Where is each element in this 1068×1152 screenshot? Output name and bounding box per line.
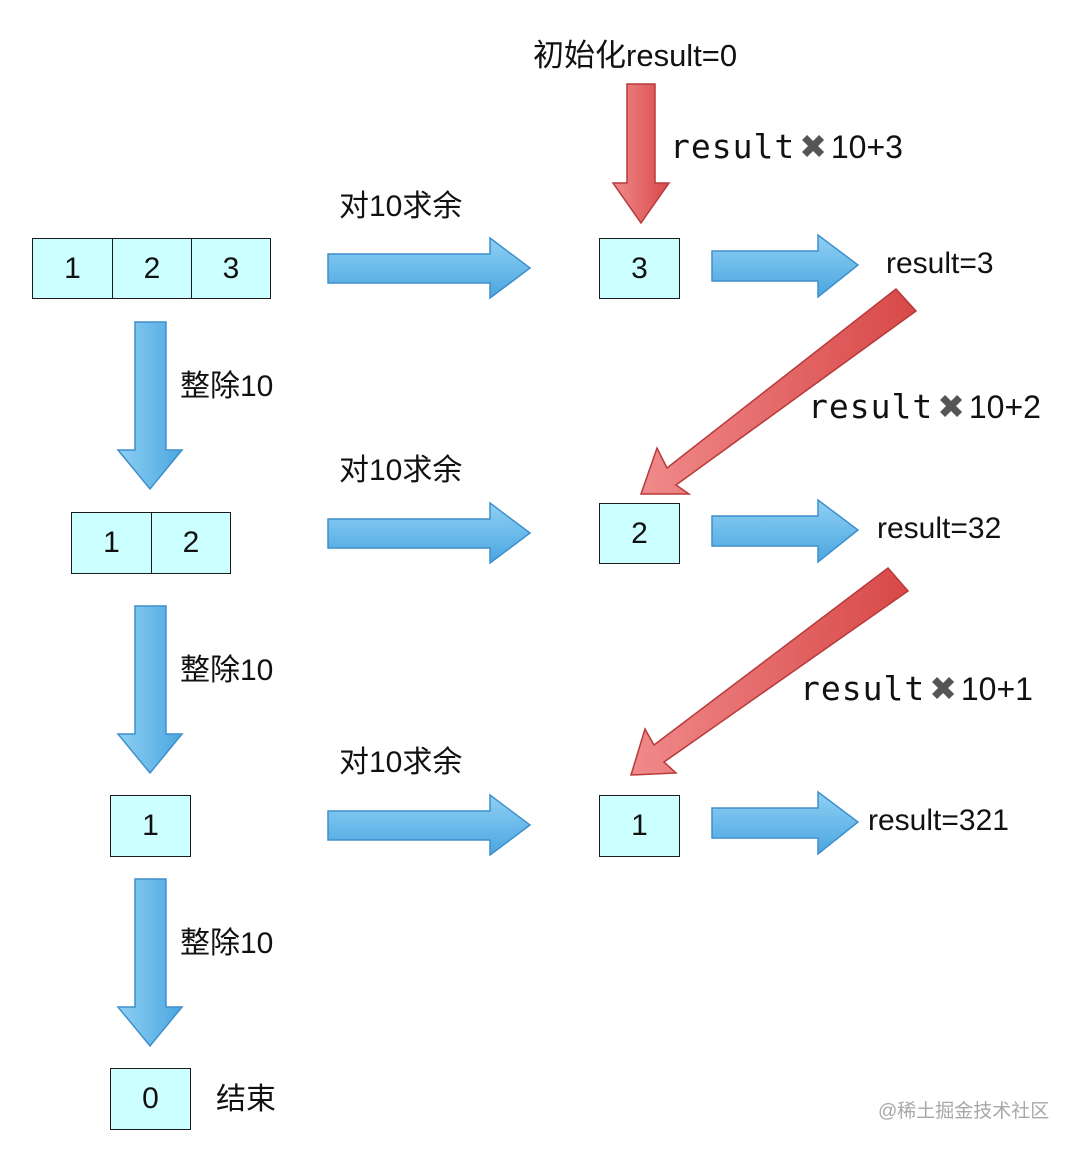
mod-label-3: 对10求余 [339,746,463,779]
end-label: 结束 [216,1083,276,1116]
div-arrow-1 [116,321,184,491]
mod-arrow-3 [327,793,532,857]
formula-2-expr: 10+2 [968,389,1041,425]
number-box-1: 1 [110,795,191,857]
formula-2: result✖10+2 [808,390,1041,423]
result-arrow-2 [711,498,860,564]
div-arrow-3 [116,878,184,1048]
mod-label-2: 对10求余 [339,454,463,487]
formula-3-var: result [800,669,926,708]
init-label: 初始化result=0 [533,38,738,73]
formula-1: result✖10+3 [670,130,903,163]
number-box-123: 1 2 3 [32,238,271,299]
result-label-1: result=3 [886,247,994,280]
remainder-box-2: 2 [599,503,680,564]
formula-3-expr: 10+1 [960,671,1033,707]
digit-cell: 2 [112,239,191,298]
multiply-icon: ✖ [937,387,965,426]
digit-cell: 1 [33,239,112,298]
digit-cell: 1 [72,513,151,573]
div-arrow-2 [116,605,184,775]
remainder-cell: 3 [600,239,679,298]
remainder-box-3: 1 [599,795,680,857]
remainder-box-1: 3 [599,238,680,299]
number-box-0: 0 [110,1068,191,1130]
digit-cell: 2 [151,513,230,573]
formula-3: result✖10+1 [800,672,1033,705]
number-box-12: 1 2 [71,512,231,574]
feedback-arrow-1 [639,287,918,495]
multiply-icon: ✖ [799,127,827,166]
formula-1-var: result [670,127,796,166]
div-label-3: 整除10 [180,927,274,960]
watermark: @稀土掘金技术社区 [878,1101,1050,1122]
remainder-cell: 2 [600,504,679,563]
formula-2-var: result [808,387,934,426]
mod-arrow-1 [327,236,532,300]
result-arrow-3 [711,790,860,856]
div-label-2: 整除10 [180,654,274,687]
formula-1-expr: 10+3 [830,129,903,165]
init-arrow [611,83,671,225]
mod-label-1: 对10求余 [339,190,463,223]
mod-arrow-2 [327,501,532,565]
feedback-arrow-2 [629,566,910,776]
remainder-cell: 1 [600,796,679,856]
result-arrow-1 [711,233,860,299]
result-label-2: result=32 [877,512,1002,545]
div-label-1: 整除10 [180,370,274,403]
multiply-icon: ✖ [929,669,957,708]
digit-cell: 3 [191,239,270,298]
digit-cell: 1 [111,796,190,856]
result-label-3: result=321 [868,804,1009,837]
final-digit-cell: 0 [111,1069,190,1129]
